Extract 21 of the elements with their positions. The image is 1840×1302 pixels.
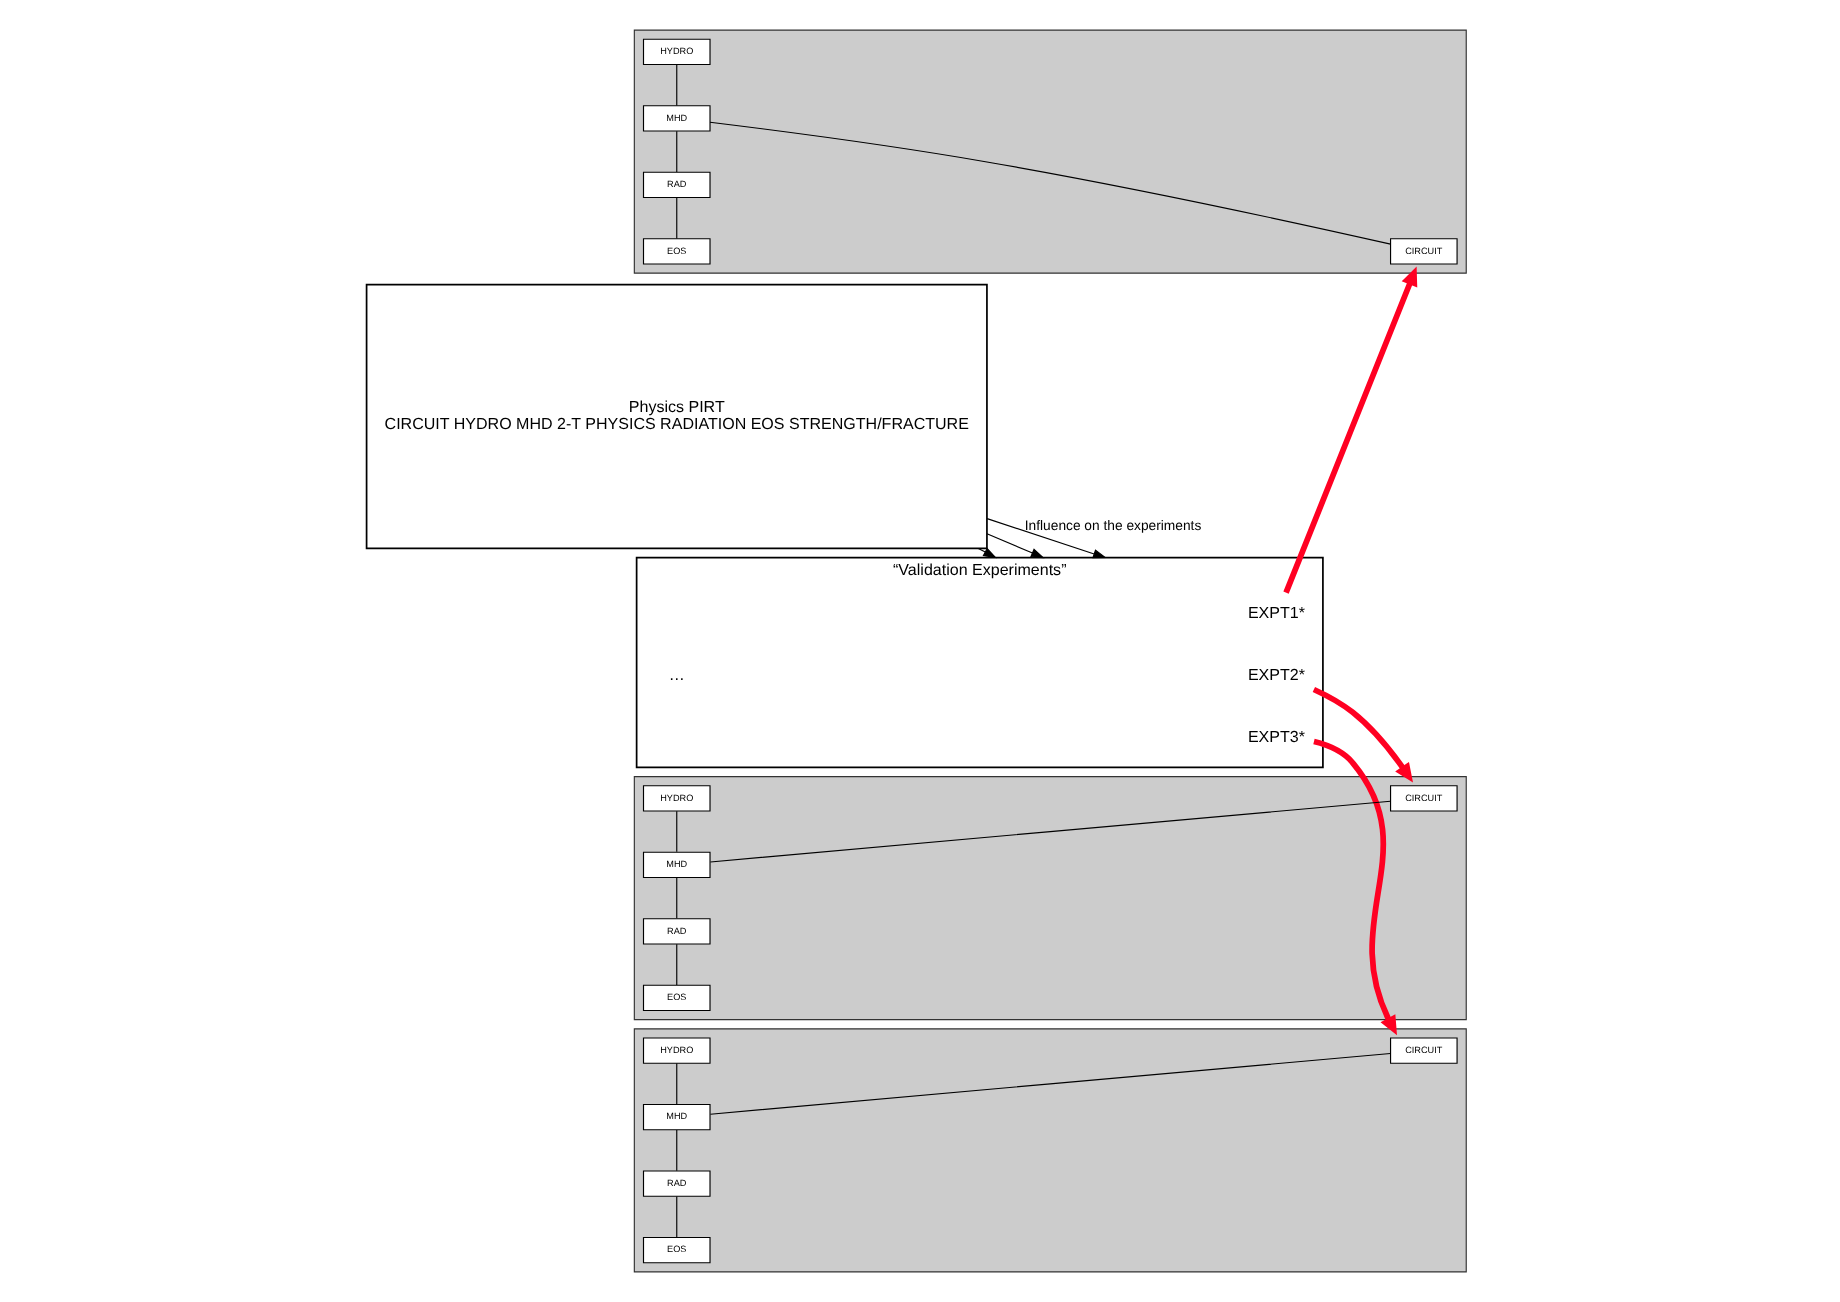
connector: [675, 64, 677, 106]
connector: [675, 197, 677, 239]
connector: [675, 943, 677, 986]
arrow: [1311, 686, 1412, 783]
connector: [675, 1129, 677, 1172]
connector: [675, 1196, 677, 1238]
connector: [675, 810, 677, 853]
connector: [708, 1052, 1390, 1115]
connector: [708, 800, 1390, 863]
cluster: [632, 29, 1466, 274]
arrow: [1282, 266, 1417, 594]
arrow: [985, 533, 1044, 559]
connector: [675, 130, 677, 173]
connector: [675, 1063, 677, 1105]
arrow: [976, 547, 996, 559]
cluster: [632, 1028, 1466, 1273]
arrow: [1312, 738, 1396, 1036]
connector: [675, 877, 677, 919]
cluster: [632, 776, 1466, 1021]
arrow: [985, 518, 1106, 559]
connector: [708, 121, 1391, 245]
